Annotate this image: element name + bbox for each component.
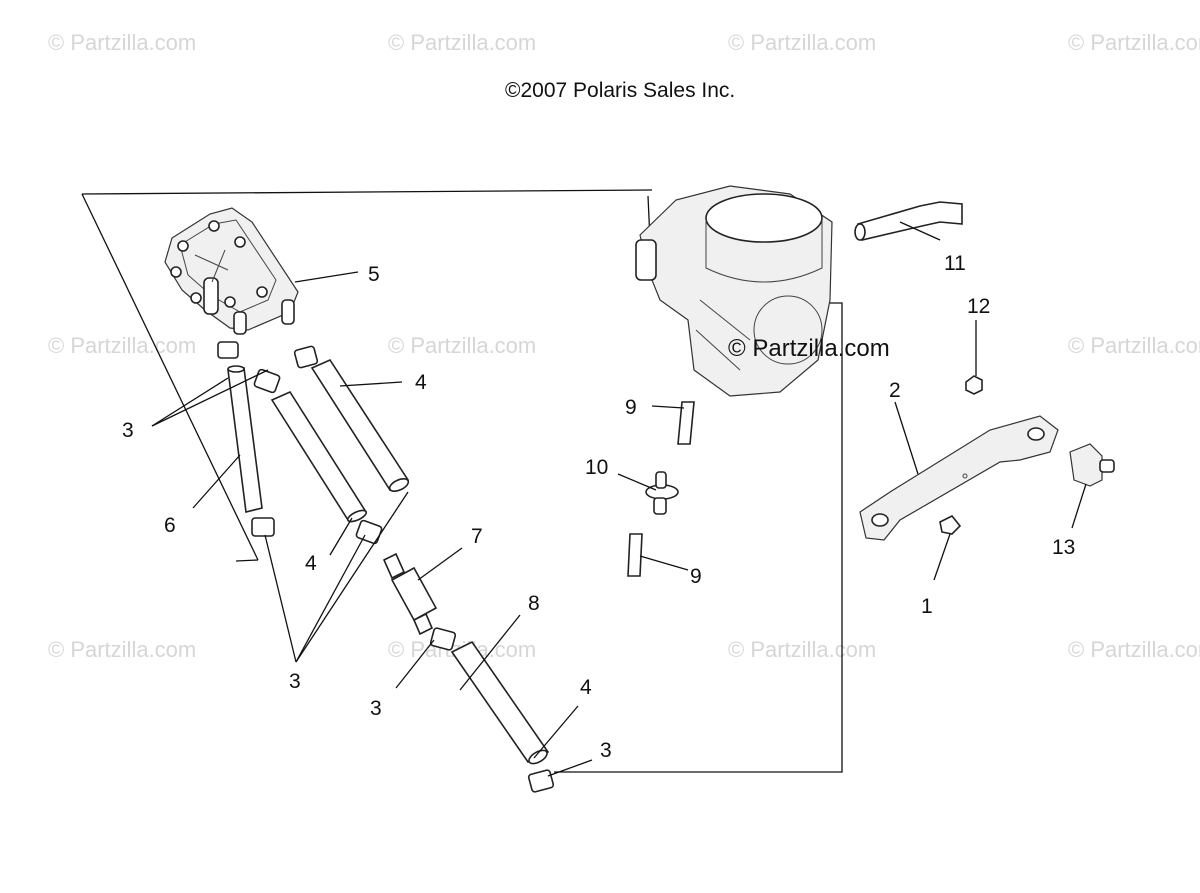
callout-10: 10 xyxy=(585,456,608,479)
watermark: © Partzilla.com xyxy=(1068,333,1200,358)
callout-numbers: 5 4 3 6 4 7 3 8 3 4 3 9 10 9 11 12 2 13 … xyxy=(122,252,1075,762)
watermark: © Partzilla.com xyxy=(48,30,196,55)
screw-1-part xyxy=(939,514,962,535)
tube-9-parts xyxy=(627,401,695,577)
carburetor-part xyxy=(635,185,833,397)
watermark: © Partzilla.com xyxy=(1068,637,1200,662)
watermark: © Partzilla.com xyxy=(388,333,536,358)
hose-6-part xyxy=(227,365,263,513)
callout-12: 12 xyxy=(967,295,990,318)
callout-3: 3 xyxy=(122,419,134,442)
callout-1: 1 xyxy=(921,595,933,618)
callout-11: 11 xyxy=(944,252,966,275)
nut-12-part xyxy=(965,375,983,395)
hose-clamps xyxy=(217,341,555,793)
callout-5: 5 xyxy=(368,263,380,286)
bracket-2-part xyxy=(859,415,1059,541)
watermark: © Partzilla.com xyxy=(728,637,876,662)
fitting-10-part xyxy=(645,471,679,515)
callout-4: 4 xyxy=(580,676,592,699)
fuel-filter-part xyxy=(382,552,438,636)
callout-6: 6 xyxy=(164,514,176,537)
callout-3: 3 xyxy=(370,697,382,720)
mount-13-part xyxy=(1069,443,1115,487)
callout-2: 2 xyxy=(889,379,901,402)
callout-8: 8 xyxy=(528,592,540,615)
callout-4: 4 xyxy=(415,371,427,394)
callout-3: 3 xyxy=(289,670,301,693)
fuel-pump-part xyxy=(164,207,299,335)
callout-3: 3 xyxy=(600,739,612,762)
watermark: © Partzilla.com xyxy=(388,30,536,55)
watermark: © Partzilla.com xyxy=(48,333,196,358)
callout-9: 9 xyxy=(690,565,702,588)
callout-7: 7 xyxy=(471,525,483,548)
watermark: © Partzilla.com xyxy=(1068,30,1200,55)
watermark-grid: © Partzilla.com © Partzilla.com © Partzi… xyxy=(48,30,1200,662)
frame-lines xyxy=(81,189,843,773)
watermark: © Partzilla.com xyxy=(728,30,876,55)
callout-4: 4 xyxy=(305,552,317,575)
leader-lines xyxy=(151,221,1087,777)
hose-11-part xyxy=(854,201,963,241)
copyright-text: ©2007 Polaris Sales Inc. xyxy=(505,79,735,102)
callout-9: 9 xyxy=(625,396,637,419)
watermark: © Partzilla.com xyxy=(48,637,196,662)
watermark-center: © Partzilla.com xyxy=(728,335,890,362)
callout-13: 13 xyxy=(1052,536,1075,559)
hose-4-parts xyxy=(270,358,550,765)
